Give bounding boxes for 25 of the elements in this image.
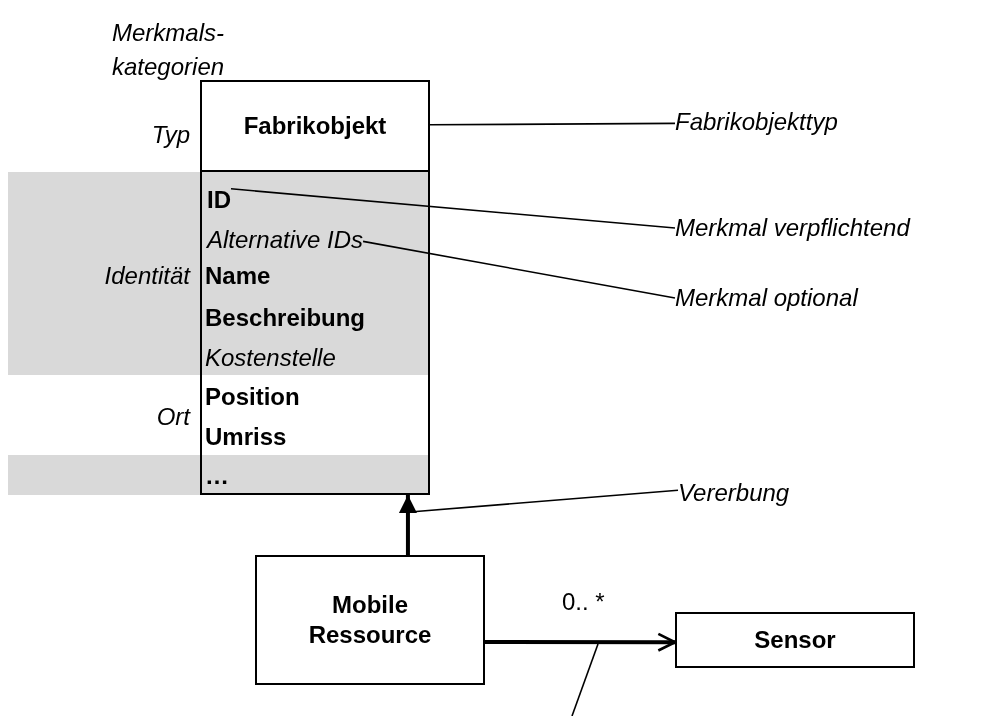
attribute-text: Position [205, 383, 300, 411]
class-name: Fabrikobjekt [202, 82, 428, 172]
leader-line [230, 188, 676, 229]
attribute-text: Umriss [205, 423, 287, 451]
attribute-text: Beschreibung [205, 304, 366, 332]
attribute-text: Alternative IDs [207, 226, 364, 254]
annotation-text: Vererbung [678, 479, 790, 507]
annotation-text: Fabrikobjekttyp [675, 108, 838, 136]
leader-line [362, 240, 676, 299]
attribute-text: Name [205, 262, 271, 290]
category-heading: Merkmals- kategorien [112, 18, 226, 82]
category-label: Ort [155, 403, 190, 431]
attribute-text: Kostenstelle [205, 344, 336, 372]
category-label: Typ [150, 121, 190, 149]
class-box [200, 80, 430, 495]
attribute-text: ID [207, 186, 231, 214]
ellipsis-text: … [205, 462, 229, 490]
inheritance-arrow [398, 495, 417, 555]
association-arrow [485, 632, 677, 652]
class-box: Mobile Ressource [255, 555, 485, 685]
annotation-text: Merkmal optional [675, 284, 858, 312]
class-box: Sensor [675, 612, 915, 668]
leader-line [429, 122, 676, 126]
category-label: Identität [103, 262, 190, 290]
annotation-text: Merkmal verpflichtend [675, 214, 910, 242]
